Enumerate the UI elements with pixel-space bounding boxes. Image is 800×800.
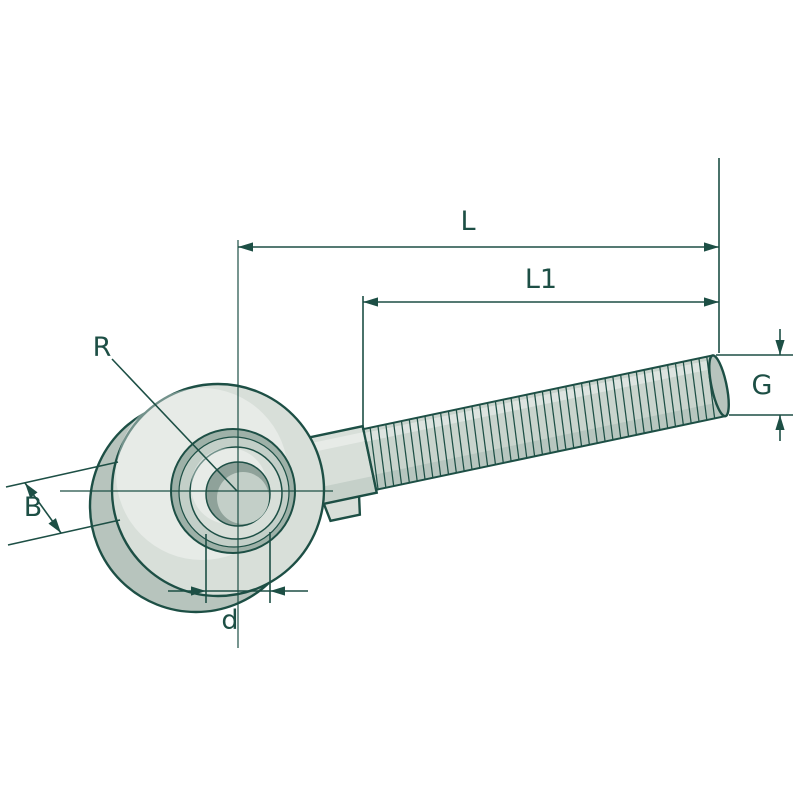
label-L1: L1 [525, 264, 557, 295]
label-d: d [221, 605, 238, 636]
label-R: R [93, 332, 112, 363]
rod-end-face [708, 354, 730, 418]
ext-line-B-back [5, 461, 119, 488]
label-G: G [752, 370, 773, 401]
label-B: B [24, 492, 43, 523]
dimension-labels: L L1 G R B d [24, 206, 773, 636]
ext-line-B-front [7, 519, 121, 546]
label-L: L [460, 206, 475, 237]
thread-lines [369, 356, 716, 490]
dimension-arrows [25, 242, 785, 596]
dimension-lines [5, 158, 793, 648]
threaded-shaft [272, 354, 730, 523]
through-hole-inner [217, 472, 269, 524]
rod-highlight [364, 359, 716, 442]
leader-line-R [111, 358, 238, 492]
part-drawing [88, 354, 730, 614]
